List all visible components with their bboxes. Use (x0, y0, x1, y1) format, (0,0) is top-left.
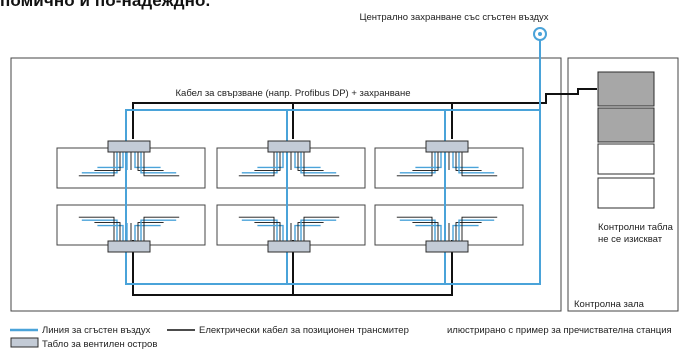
branch-lines-r1c1 (78, 152, 180, 177)
air-line-network (125, 34, 541, 285)
valve-island-panel-r1c1 (107, 140, 151, 153)
branch-lines-r2c1 (78, 216, 180, 241)
valve-island-panel-r2c1 (107, 240, 151, 253)
air-riser (125, 34, 541, 285)
no-panels-label-line2: не се изискват (598, 234, 663, 245)
cable-label: Кабел за свързване (напр. Profibus DP) +… (176, 88, 411, 99)
valve-island-panel-r2c2 (267, 240, 311, 253)
control-cabinet-4 (597, 177, 655, 209)
page-heading: помично и по-надеждно. (0, 0, 211, 10)
legend-panel-label: Табло за вентилен остров (42, 339, 157, 350)
legend-air-label: Линия за сгъстен въздух (42, 325, 151, 336)
control-room (567, 57, 679, 312)
branch-lines-r1c2 (238, 152, 340, 177)
electric-cable-network (132, 88, 597, 296)
central-supply-dot (538, 32, 542, 36)
central-supply-label: Централно захранване със сгъстен въздух (359, 12, 548, 23)
cable-right-link (452, 88, 597, 104)
branch-lines-r1c3 (396, 152, 498, 177)
control-room-label: Контролна зала (574, 299, 645, 310)
control-cabinet-3 (597, 143, 655, 175)
valve-island-group (78, 140, 498, 253)
legend-note: илюстрирано с пример за пречиствателна с… (447, 325, 672, 336)
branch-lines-r2c2 (238, 216, 340, 241)
control-cabinet-2 (597, 107, 655, 143)
legend-panel-swatch (10, 337, 39, 348)
branch-lines-r2c3 (396, 216, 498, 241)
valve-island-panel-r1c2 (267, 140, 311, 153)
legend-cable-label: Електрически кабел за позиционен трансми… (199, 325, 409, 336)
control-cabinet-1 (597, 71, 655, 107)
no-panels-label-line1: Контролни табла (598, 222, 674, 233)
valve-island-panel-r1c3 (425, 140, 469, 153)
plant-area (10, 57, 562, 312)
valve-island-panel-r2c3 (425, 240, 469, 253)
